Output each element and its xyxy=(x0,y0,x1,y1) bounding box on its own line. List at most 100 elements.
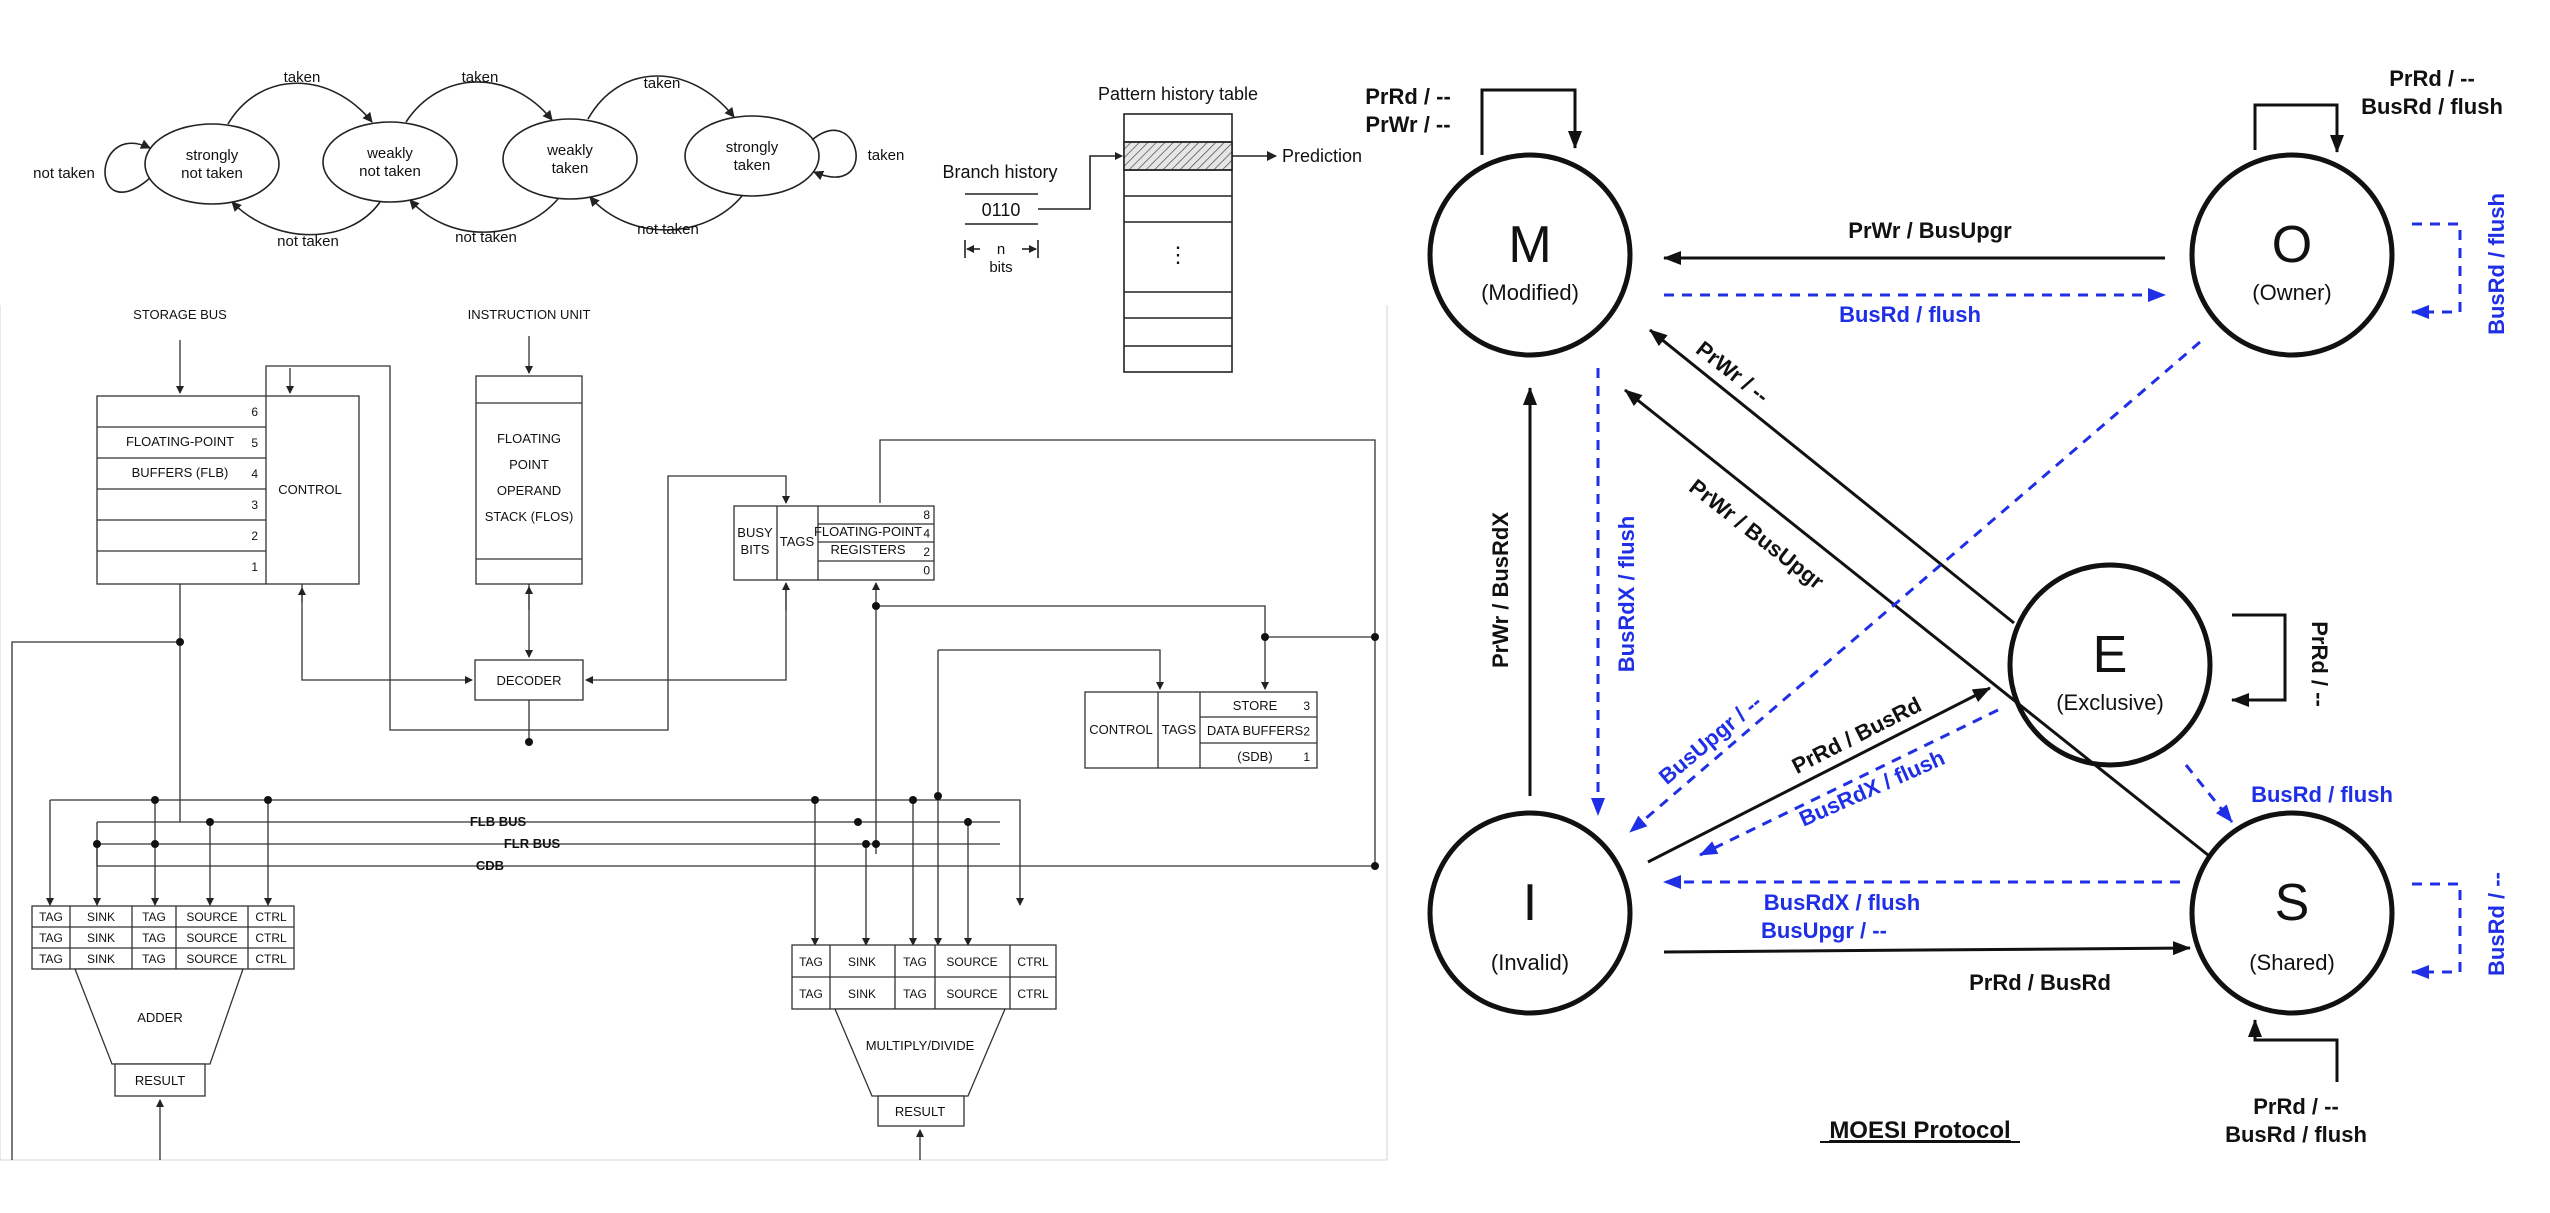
decoder-label: DECODER xyxy=(496,673,561,688)
arrow-m-self xyxy=(1480,88,1582,155)
flb-control-label: CONTROL xyxy=(278,482,342,497)
busy-bits-line-1: BUSY xyxy=(737,525,773,540)
fsm-edge-not-taken-1 xyxy=(231,201,381,236)
fsm-label-state-1-line-1: strongly xyxy=(186,147,239,164)
adder-rs-cell: SOURCE xyxy=(186,910,237,924)
arrow-e-to-s xyxy=(2184,764,2234,823)
label-s-blue-self: BusRd / -- xyxy=(2484,872,2509,976)
state-modified-circle xyxy=(1427,152,1633,358)
arrow-o-blue-self xyxy=(2411,222,2462,319)
muldiv-rs-cell: TAG xyxy=(799,987,823,1001)
fsm-state-weakly-taken xyxy=(502,118,638,200)
flb-label-line-1: FLOATING-POINT xyxy=(126,434,234,449)
label-o-blue-self: BusRd / flush xyxy=(2484,193,2509,335)
branch-history-value: 0110 xyxy=(982,200,1021,220)
state-i-letter: I xyxy=(1523,874,1537,932)
label-o-to-i: BusUpgr / -- xyxy=(1654,689,1767,789)
muldiv-rs-cell: TAG xyxy=(799,955,823,969)
fsm-label-state-3-line-1: weakly xyxy=(546,142,593,159)
adder-reservation-stations xyxy=(31,905,295,970)
fpr-line-2: REGISTERS xyxy=(830,542,905,557)
fpr-register-number: 2 xyxy=(923,545,930,559)
two-bit-predictor-fsm xyxy=(104,75,857,236)
label-m-self-2: PrWr / -- xyxy=(1365,112,1450,137)
sdb-line-2: DATA BUFFERS xyxy=(1207,723,1304,738)
arrow-s-self xyxy=(2248,1019,2339,1082)
arrow-i-to-s xyxy=(1663,941,2191,956)
flb-register-number: 4 xyxy=(251,467,258,481)
label-m-self-1: PrRd / -- xyxy=(1365,84,1451,109)
adder-rs-cell: TAG xyxy=(142,952,166,966)
adder-unit xyxy=(74,968,244,1065)
state-exclusive-circle xyxy=(2007,562,2213,768)
flb-register-number: 5 xyxy=(251,436,258,450)
state-m-name: (Modified) xyxy=(1481,280,1579,305)
fsm-edge-taken-3 xyxy=(587,75,735,120)
moesi-protocol-diagram: M O E I S (Modified) (Owner) (Exclusive)… xyxy=(1365,66,2509,1147)
label-e-to-s: BusRd / flush xyxy=(2251,782,2393,807)
fpr-register-number: 0 xyxy=(923,564,930,578)
muldiv-rs-cell: SINK xyxy=(848,987,876,1001)
muldiv-rs-cell: SOURCE xyxy=(946,987,997,1001)
instruction-unit-label: INSTRUCTION UNIT xyxy=(468,307,591,322)
fsm-edge-not-taken-3 xyxy=(589,195,743,231)
sdb-buffer-number: 3 xyxy=(1303,699,1310,713)
adder-label: ADDER xyxy=(137,1010,183,1025)
adder-result xyxy=(114,1063,206,1097)
n-bits-n: n xyxy=(997,241,1005,258)
fpr-line-1: FLOATING-POINT xyxy=(814,524,922,539)
fsm-not-taken-label-2: not taken xyxy=(455,229,517,246)
sdb-buffer-number: 2 xyxy=(1303,725,1310,739)
state-s-name: (Shared) xyxy=(2249,950,2335,975)
label-o-to-m: PrWr / BusUpgr xyxy=(1848,218,2012,243)
fsm-state-weakly-not-taken xyxy=(322,121,458,203)
fsm-edge-taken-1 xyxy=(227,82,373,125)
label-o-self-1: PrRd / -- xyxy=(2389,66,2475,91)
pattern-history-table xyxy=(964,113,1277,373)
fpr-register-number: 8 xyxy=(923,508,930,522)
muldiv-rs-cell: TAG xyxy=(903,955,927,969)
cdb-label: CDB xyxy=(476,858,504,873)
flos-line-1: FLOATING xyxy=(497,431,561,446)
pht-selected-entry xyxy=(1123,141,1233,171)
fsm-state-strongly-not-taken xyxy=(144,123,280,205)
muldiv-label: MULTIPLY/DIVIDE xyxy=(866,1038,975,1053)
busy-bits-line-2: BITS xyxy=(741,542,770,557)
fsm-state-strongly-taken xyxy=(684,115,820,197)
fsm-label-state-1-line-2: not taken xyxy=(181,165,243,182)
muldiv-rs-cell: SINK xyxy=(848,955,876,969)
state-e-name: (Exclusive) xyxy=(2056,690,2164,715)
flr-bus-label: FLR BUS xyxy=(504,836,561,851)
fsm-label-state-3-line-2: taken xyxy=(552,160,589,177)
arrow-e-to-i xyxy=(1699,708,1999,857)
adder-rs-cell: TAG xyxy=(142,931,166,945)
fsm-not-taken-label-self: not taken xyxy=(33,165,95,182)
fsm-edge-taken-2 xyxy=(405,81,553,123)
label-s-to-i-1: BusRdX / flush xyxy=(1764,890,1920,915)
flb-register-number: 2 xyxy=(251,529,258,543)
fsm-not-taken-label-3: not taken xyxy=(637,221,699,238)
storage-bus-label: STORAGE BUS xyxy=(133,307,227,322)
state-o-letter: O xyxy=(2272,216,2312,274)
muldiv-rs-cell: CTRL xyxy=(1017,987,1049,1001)
flr-block xyxy=(733,505,935,581)
adder-rs-cell: TAG xyxy=(39,952,63,966)
flb-register-number: 6 xyxy=(251,405,258,419)
state-shared-circle xyxy=(2189,810,2395,1016)
label-m-to-i: BusRdX / flush xyxy=(1614,516,1639,672)
branch-history-label: Branch history xyxy=(942,162,1057,182)
state-m-letter: M xyxy=(1508,216,1551,274)
arrow-o-self xyxy=(2253,103,2344,153)
flb-label-line-2: BUFFERS (FLB) xyxy=(132,465,229,480)
fsm-label-state-4-line-2: taken xyxy=(734,157,771,174)
flr-tags-label: TAGS xyxy=(780,534,815,549)
state-s-letter: S xyxy=(2275,874,2310,932)
arrow-s-blue-self xyxy=(2411,882,2462,979)
adder-rs-cell: CTRL xyxy=(255,952,287,966)
flb-register-number: 1 xyxy=(251,560,258,574)
n-bits-bits: bits xyxy=(989,259,1012,276)
arrow-e-self xyxy=(2231,613,2287,707)
flos-line-4: STACK (FLOS) xyxy=(485,509,574,524)
